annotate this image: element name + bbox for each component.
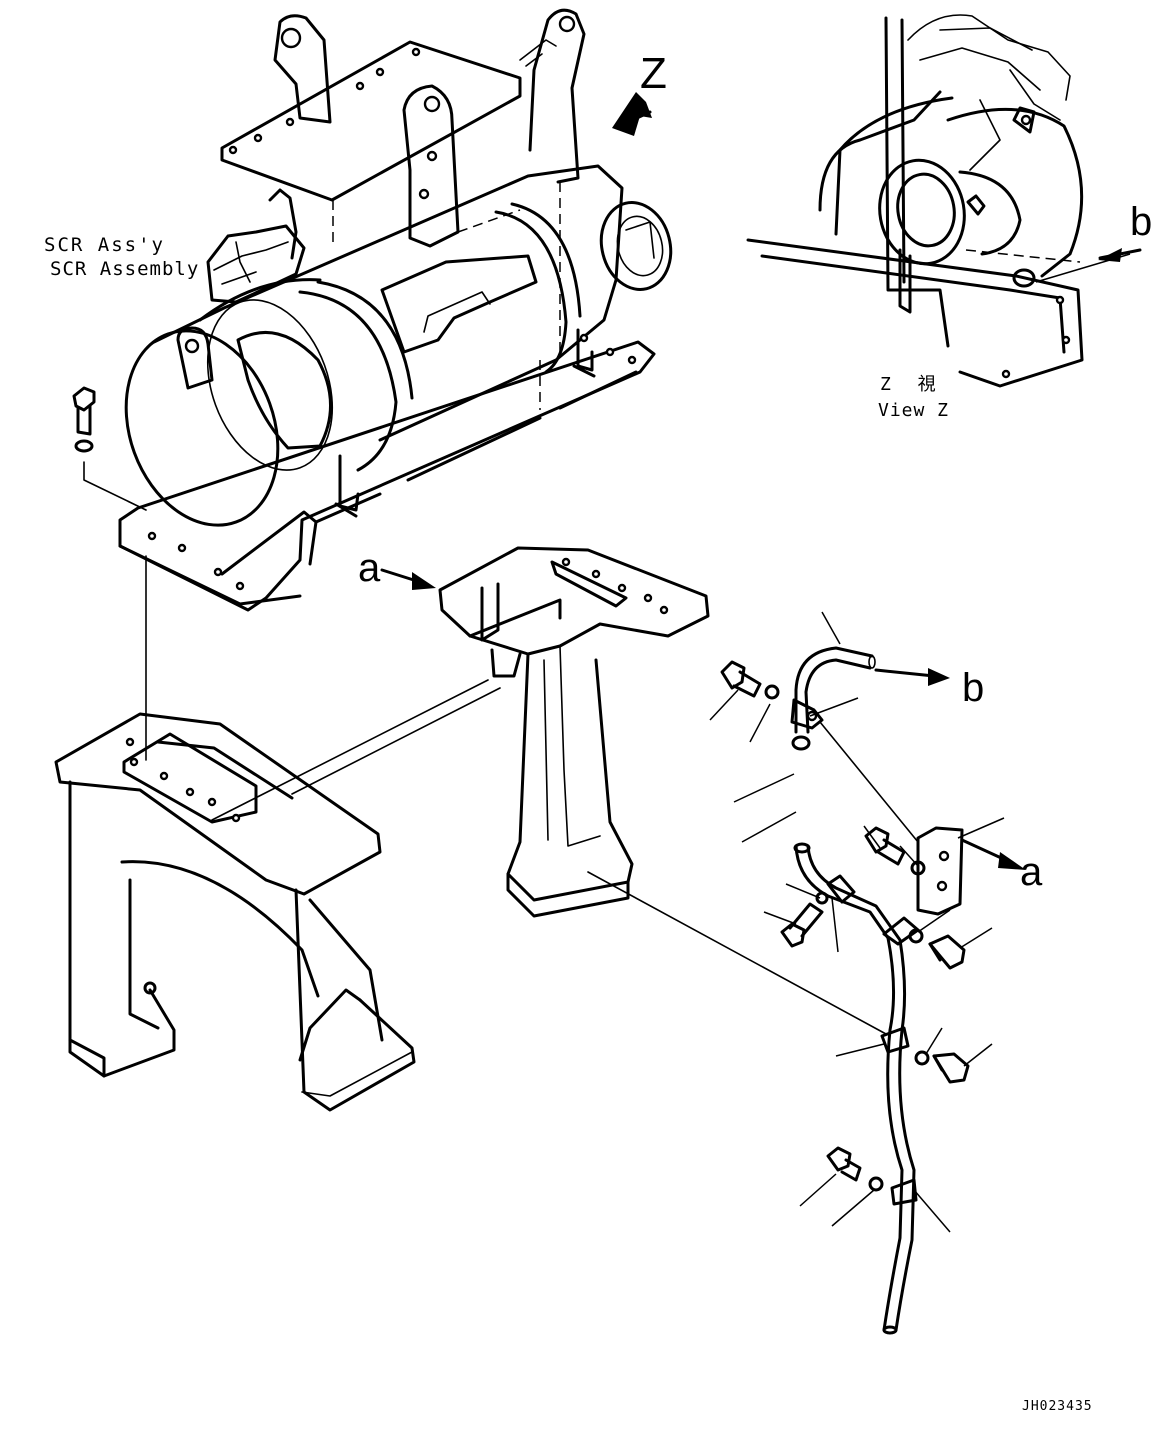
scr-assembly-drawing [118,8,673,612]
ref-b-pipe: b [962,666,985,710]
leader-lines [709,253,1131,1233]
bolts-and-washers-right [720,660,970,1192]
view-z-detail [746,14,1084,388]
arrow-b-pipe [928,668,950,686]
view-z-arrow [612,92,652,136]
arrow-b-top [1098,248,1122,262]
view-z-title-jp: Z 視 [880,374,944,395]
view-z-title-en: View Z [878,400,950,421]
scr-assy-label: SCR Ass'y [44,234,165,256]
ref-b-view-z: b [1130,200,1153,244]
pipe-and-clamps [587,646,964,1335]
reference-arrows [380,92,1142,870]
view-z-marker: Z [640,49,667,98]
scr-assembly-label: SCR Assembly [50,258,200,280]
ref-a-frame: a [358,546,381,590]
arrow-a-bracket [998,852,1026,870]
ref-a-bracket: a [1020,850,1043,894]
frame-right-upper [211,546,710,918]
frame-left-lower [54,712,416,1112]
bolt-washer-top-left [72,386,147,761]
arrow-a-frame [412,572,436,590]
drawing-number: JH023435 [1022,1399,1093,1414]
